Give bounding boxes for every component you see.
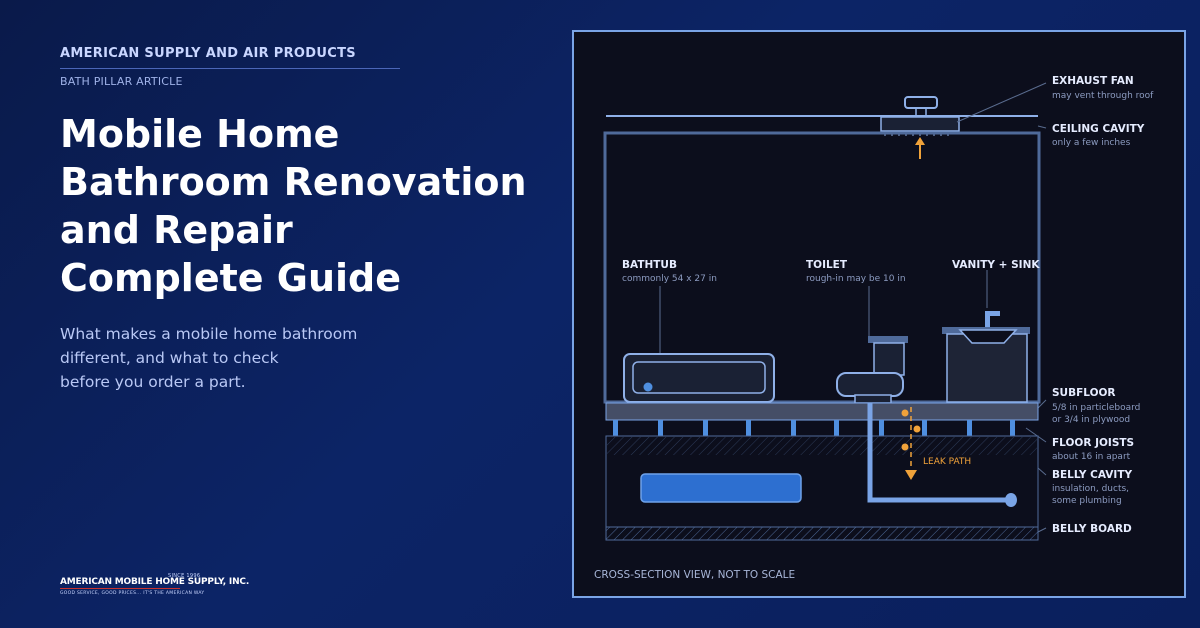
- title-line: Complete Guide: [60, 256, 401, 300]
- lede-line: before you order a part.: [60, 373, 246, 391]
- duct-icon: [640, 473, 802, 503]
- note-belly-cavity-1: insulation, ducts,: [1052, 484, 1129, 494]
- logo-name: AMERICAN MOBILE HOME SUPPLY, INC.: [60, 577, 250, 587]
- logo-since: SINCE 1996: [168, 573, 201, 579]
- article-category: BATH PILLAR ARTICLE: [60, 75, 183, 88]
- airflow-arrow-icon: [915, 137, 925, 159]
- leak-path: [901, 407, 921, 480]
- label-leak-path: LEAK PATH: [923, 457, 971, 467]
- belly-board-leader: [1037, 527, 1047, 533]
- title-line: Bathroom Renovation: [60, 160, 527, 204]
- note-subfloor-2: or 3/4 in plywood: [1052, 415, 1130, 425]
- label-ceiling-cavity: CEILING CAVITY: [1052, 123, 1145, 135]
- hero-text: AMERICAN SUPPLY AND AIR PRODUCTS BATH PI…: [60, 40, 540, 394]
- note-floor-joists: about 16 in apart: [1052, 452, 1131, 462]
- title-line: and Repair: [60, 208, 293, 252]
- note-exhaust-fan: may vent through roof: [1052, 91, 1154, 101]
- floor-joists: [613, 420, 1015, 436]
- label-exhaust-fan: EXHAUST FAN: [1052, 75, 1134, 87]
- label-toilet: TOILET: [806, 259, 848, 271]
- title-line: Mobile Home: [60, 112, 340, 156]
- belly-board: [605, 526, 1039, 541]
- lede-text: What makes a mobile home bathroom differ…: [60, 322, 420, 394]
- floor-joists-leader: [1025, 427, 1047, 443]
- ceiling-cavity-leader: [1037, 125, 1047, 129]
- lede-line: What makes a mobile home bathroom: [60, 325, 358, 343]
- label-floor-joists: FLOOR JOISTS: [1052, 437, 1134, 449]
- bathtub-icon: [623, 353, 775, 403]
- note-subfloor-1: 5/8 in particleboard: [1052, 403, 1140, 413]
- page-title: Mobile Home Bathroom Renovation and Repa…: [60, 110, 540, 302]
- room-walls: [603, 131, 1041, 404]
- subfloor: [605, 402, 1039, 421]
- vanity-sink-icon: [942, 311, 1030, 403]
- label-vanity: VANITY + SINK: [952, 259, 1040, 271]
- brand-name: AMERICAN SUPPLY AND AIR PRODUCTS: [60, 46, 356, 61]
- label-subfloor: SUBFLOOR: [1052, 387, 1116, 399]
- exhaust-fan-leader: [956, 82, 1047, 123]
- note-belly-cavity-2: some plumbing: [1052, 496, 1122, 506]
- note-bathtub: commonly 54 x 27 in: [622, 274, 717, 284]
- logo-tagline: GOOD SERVICE, GOOD PRICES... IT'S THE AM…: [60, 591, 205, 596]
- header-divider: [60, 68, 400, 69]
- note-ceiling-cavity: only a few inches: [1052, 138, 1131, 148]
- subfloor-leader: [1037, 399, 1047, 409]
- label-bathtub: BATHTUB: [622, 259, 677, 271]
- label-belly-board: BELLY BOARD: [1052, 523, 1132, 535]
- logo-underline: [60, 588, 180, 589]
- lede-line: different, and what to check: [60, 349, 279, 367]
- label-belly-cavity: BELLY CAVITY: [1052, 469, 1132, 481]
- note-toilet: rough-in may be 10 in: [806, 274, 906, 284]
- company-logo: SINCE 1996 AMERICAN MOBILE HOME SUPPLY, …: [60, 573, 250, 596]
- cross-section-diagram: EXHAUST FAN may vent through roof CEILIN…: [572, 30, 1186, 598]
- toilet-icon: [836, 336, 908, 404]
- drain-pipe: [867, 403, 1017, 507]
- belly-cavity-leader: [1037, 467, 1047, 476]
- belly-cavity-top-hatch: [607, 437, 1037, 455]
- diagram-caption: CROSS-SECTION VIEW, NOT TO SCALE: [594, 569, 795, 581]
